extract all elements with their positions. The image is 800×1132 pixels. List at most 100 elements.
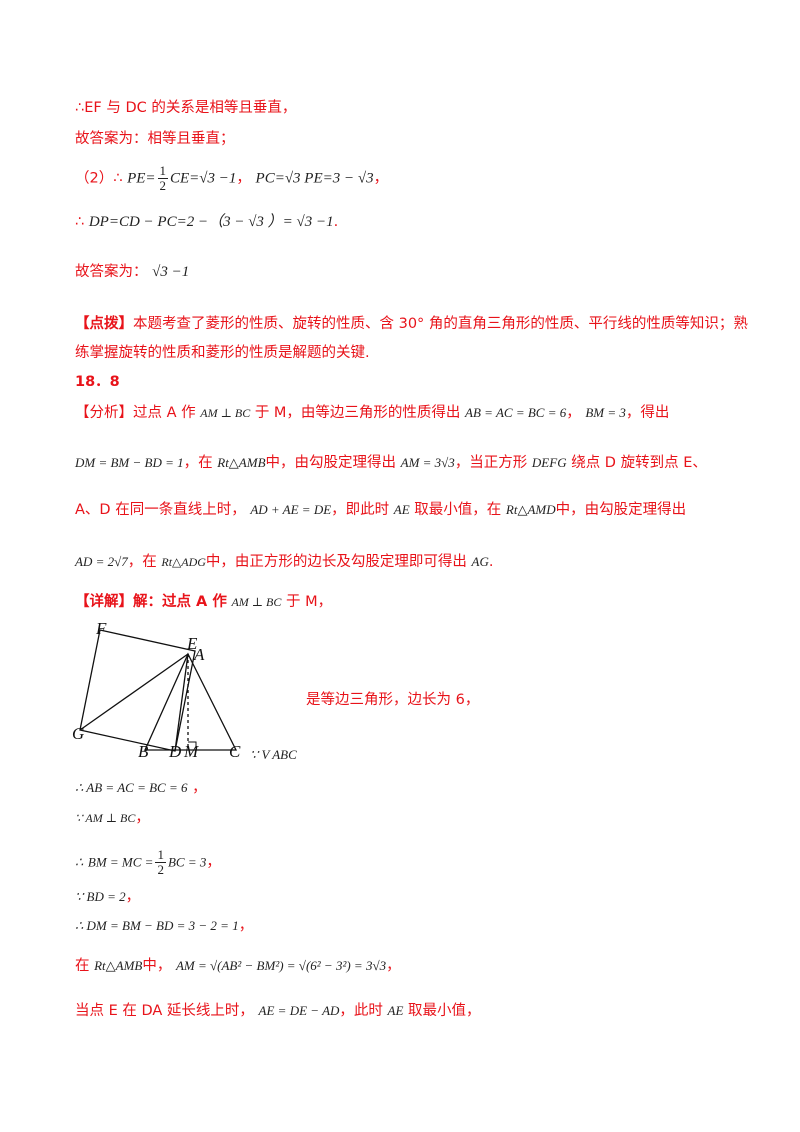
text: ， — [135, 810, 150, 826]
math-expression: AB = AC = BC = 6 — [465, 405, 567, 420]
text: ， — [192, 780, 207, 796]
text: ， — [386, 958, 401, 974]
math-expression: BM = 3 — [585, 405, 626, 420]
fraction-denominator: 2 — [157, 862, 164, 877]
text: 故答案为：相等且垂直； — [75, 131, 235, 147]
math-expression: PC=√3 PE=3 − √3 — [255, 170, 374, 187]
math-expression: ∵ AM ⊥ BC — [75, 811, 136, 825]
math-expression: Rt△AMD — [505, 502, 556, 517]
math-expression: √3 −1 — [152, 264, 190, 280]
text: ， — [206, 854, 221, 871]
text: A、D 在同一条直线上时， — [75, 502, 246, 518]
question-number: 18．8 — [75, 372, 120, 392]
text: 【点拨】 — [75, 316, 133, 332]
math-expression: AE — [393, 502, 410, 517]
text: 中， — [142, 958, 172, 974]
text: 中，由勾股定理得出 — [555, 502, 687, 518]
text-line-12: AD = 2√7，在 Rt△ADG中，由正方形的边长及勾股定理即可得出 AG. — [75, 552, 493, 572]
math-expression: ∵ BD = 2 — [75, 889, 126, 904]
text: 是等边三角形，边长为 6， — [306, 692, 480, 708]
text: 绕点 D 旋转到点 E、 — [571, 455, 707, 471]
text: ，在 — [183, 455, 213, 471]
math-expression: PE= — [127, 170, 156, 187]
text-line-21: 当点 E 在 DA 延长线上时， AE = DE − AD，此时 AE 取最小值… — [75, 1001, 481, 1021]
text-line-2: 故答案为：相等且垂直； — [75, 129, 235, 149]
text: ，在 — [127, 554, 157, 570]
label-F: F — [95, 619, 107, 638]
right-angle-mark — [188, 741, 197, 750]
fraction-denominator: 2 — [159, 178, 167, 193]
text: 中，由勾股定理得出 — [265, 455, 397, 471]
text: 练掌握旋转的性质和菱形的性质是解题的关键. — [75, 345, 370, 361]
math-expression: Rt△AMB — [217, 455, 266, 470]
text-line-11: A、D 在同一条直线上时， AD + AE = DE，即此时 AE 取最小值，在… — [75, 500, 686, 520]
text: 中，由正方形的边长及勾股定理即可得出 — [205, 554, 467, 570]
text: ，此时 — [339, 1003, 383, 1019]
math-expression: AG — [471, 554, 489, 569]
label-E: E — [186, 634, 198, 653]
text-line-18: ∵ BD = 2， — [75, 887, 140, 907]
text: 于 M， — [286, 594, 333, 610]
math-expression: DP=CD − PC=2 −（3 − √3 ）= √3 −1 — [88, 214, 334, 230]
label-G: G — [72, 724, 84, 743]
math-expression: ∴ — [75, 854, 84, 870]
math-expression: ∴ AB = AC = BC = 6 — [75, 780, 188, 795]
text-line-16: ∵ AM ⊥ BC， — [75, 808, 150, 828]
math-expression: AM ⊥ BC — [231, 595, 282, 609]
text: 在 — [75, 958, 90, 974]
text-line-5: 故答案为： √3 −1 — [75, 262, 189, 282]
text: 取最小值，在 — [414, 502, 502, 518]
text: ， — [566, 405, 581, 421]
text: ， — [373, 170, 389, 187]
math-expression: BC = 3 — [167, 854, 207, 870]
math-expression: ∴ DM = BM − BD = 3 − 2 = 1 — [75, 918, 239, 933]
math-expression: AM = √(AB² − BM²) = √(6² − 3²) = 3√3 — [175, 958, 387, 973]
text: ， — [238, 918, 254, 934]
text: 当点 E 在 DA 延长线上时， — [75, 1003, 254, 1019]
label-C: C — [229, 742, 241, 761]
text: ∴ — [75, 214, 85, 230]
fraction-numerator: 1 — [155, 847, 166, 863]
text: 于 M，由等边三角形的性质得出 — [254, 405, 461, 421]
text: . — [333, 214, 339, 230]
fraction-numerator: 1 — [157, 163, 169, 179]
geometry-figure: F E A G B D M C — [72, 619, 241, 761]
segment-ad — [174, 653, 189, 752]
math-expression: ∵ V ABC — [250, 747, 297, 762]
text: 18．8 — [75, 374, 120, 390]
text: （2）∴ — [75, 170, 123, 187]
text-line-4: ∴ DP=CD − PC=2 −（3 − √3 ）= √3 −1. — [75, 212, 338, 232]
text-line-14b: ∵ V ABC — [250, 745, 297, 765]
text: 【详解】解：过点 A 作 — [75, 594, 227, 610]
label-A: A — [193, 645, 205, 664]
text-line-9: 【分析】过点 A 作 AM ⊥ BC 于 M，由等边三角形的性质得出 AB = … — [75, 403, 669, 423]
text: 本题考查了菱形的性质、旋转的性质、含 30° 角的直角三角形的性质、平行线的性质… — [133, 316, 748, 332]
text: ，即此时 — [331, 502, 390, 518]
text-line-15: ∴ AB = AC = BC = 6 ， — [75, 778, 207, 798]
text: 故答案为： — [75, 264, 148, 280]
text: 【分析】过点 A 作 — [75, 405, 196, 421]
math-expression: BM = MC = — [87, 854, 154, 870]
text-line-1: ∴EF 与 DC 的关系是相等且垂直， — [75, 98, 296, 118]
math-expression: AE = DE − AD — [258, 1003, 340, 1018]
text: ， — [236, 170, 251, 187]
text-line-13: 【详解】解：过点 A 作 AM ⊥ BC 于 M， — [75, 592, 332, 612]
text-line-19: ∴ DM = BM − BD = 3 − 2 = 1， — [75, 916, 253, 936]
text-line-10: DM = BM − BD = 1，在 Rt△AMB中，由勾股定理得出 AM = … — [75, 453, 707, 473]
math-expression: Rt△ADG — [161, 555, 206, 569]
triangle-abc — [143, 652, 238, 751]
text-line-7: 练掌握旋转的性质和菱形的性质是解题的关键. — [75, 343, 370, 363]
math-expression: CE=√3 −1 — [170, 170, 237, 187]
math-expression: DM = BM − BD = 1 — [75, 455, 184, 470]
math-expression: AM ⊥ BC — [200, 406, 251, 420]
text: ， — [125, 889, 141, 905]
math-expression: Rt△AMB — [94, 958, 143, 973]
math-expression: AM = 3√3 — [400, 455, 455, 470]
text: 取最小值， — [408, 1003, 481, 1019]
text-line-20: 在 Rt△AMB中， AM = √(AB² − BM²) = √(6² − 3²… — [75, 956, 401, 976]
text-line-14: 是等边三角形，边长为 6， — [306, 690, 479, 710]
text: ∴EF 与 DC 的关系是相等且垂直， — [75, 100, 297, 116]
